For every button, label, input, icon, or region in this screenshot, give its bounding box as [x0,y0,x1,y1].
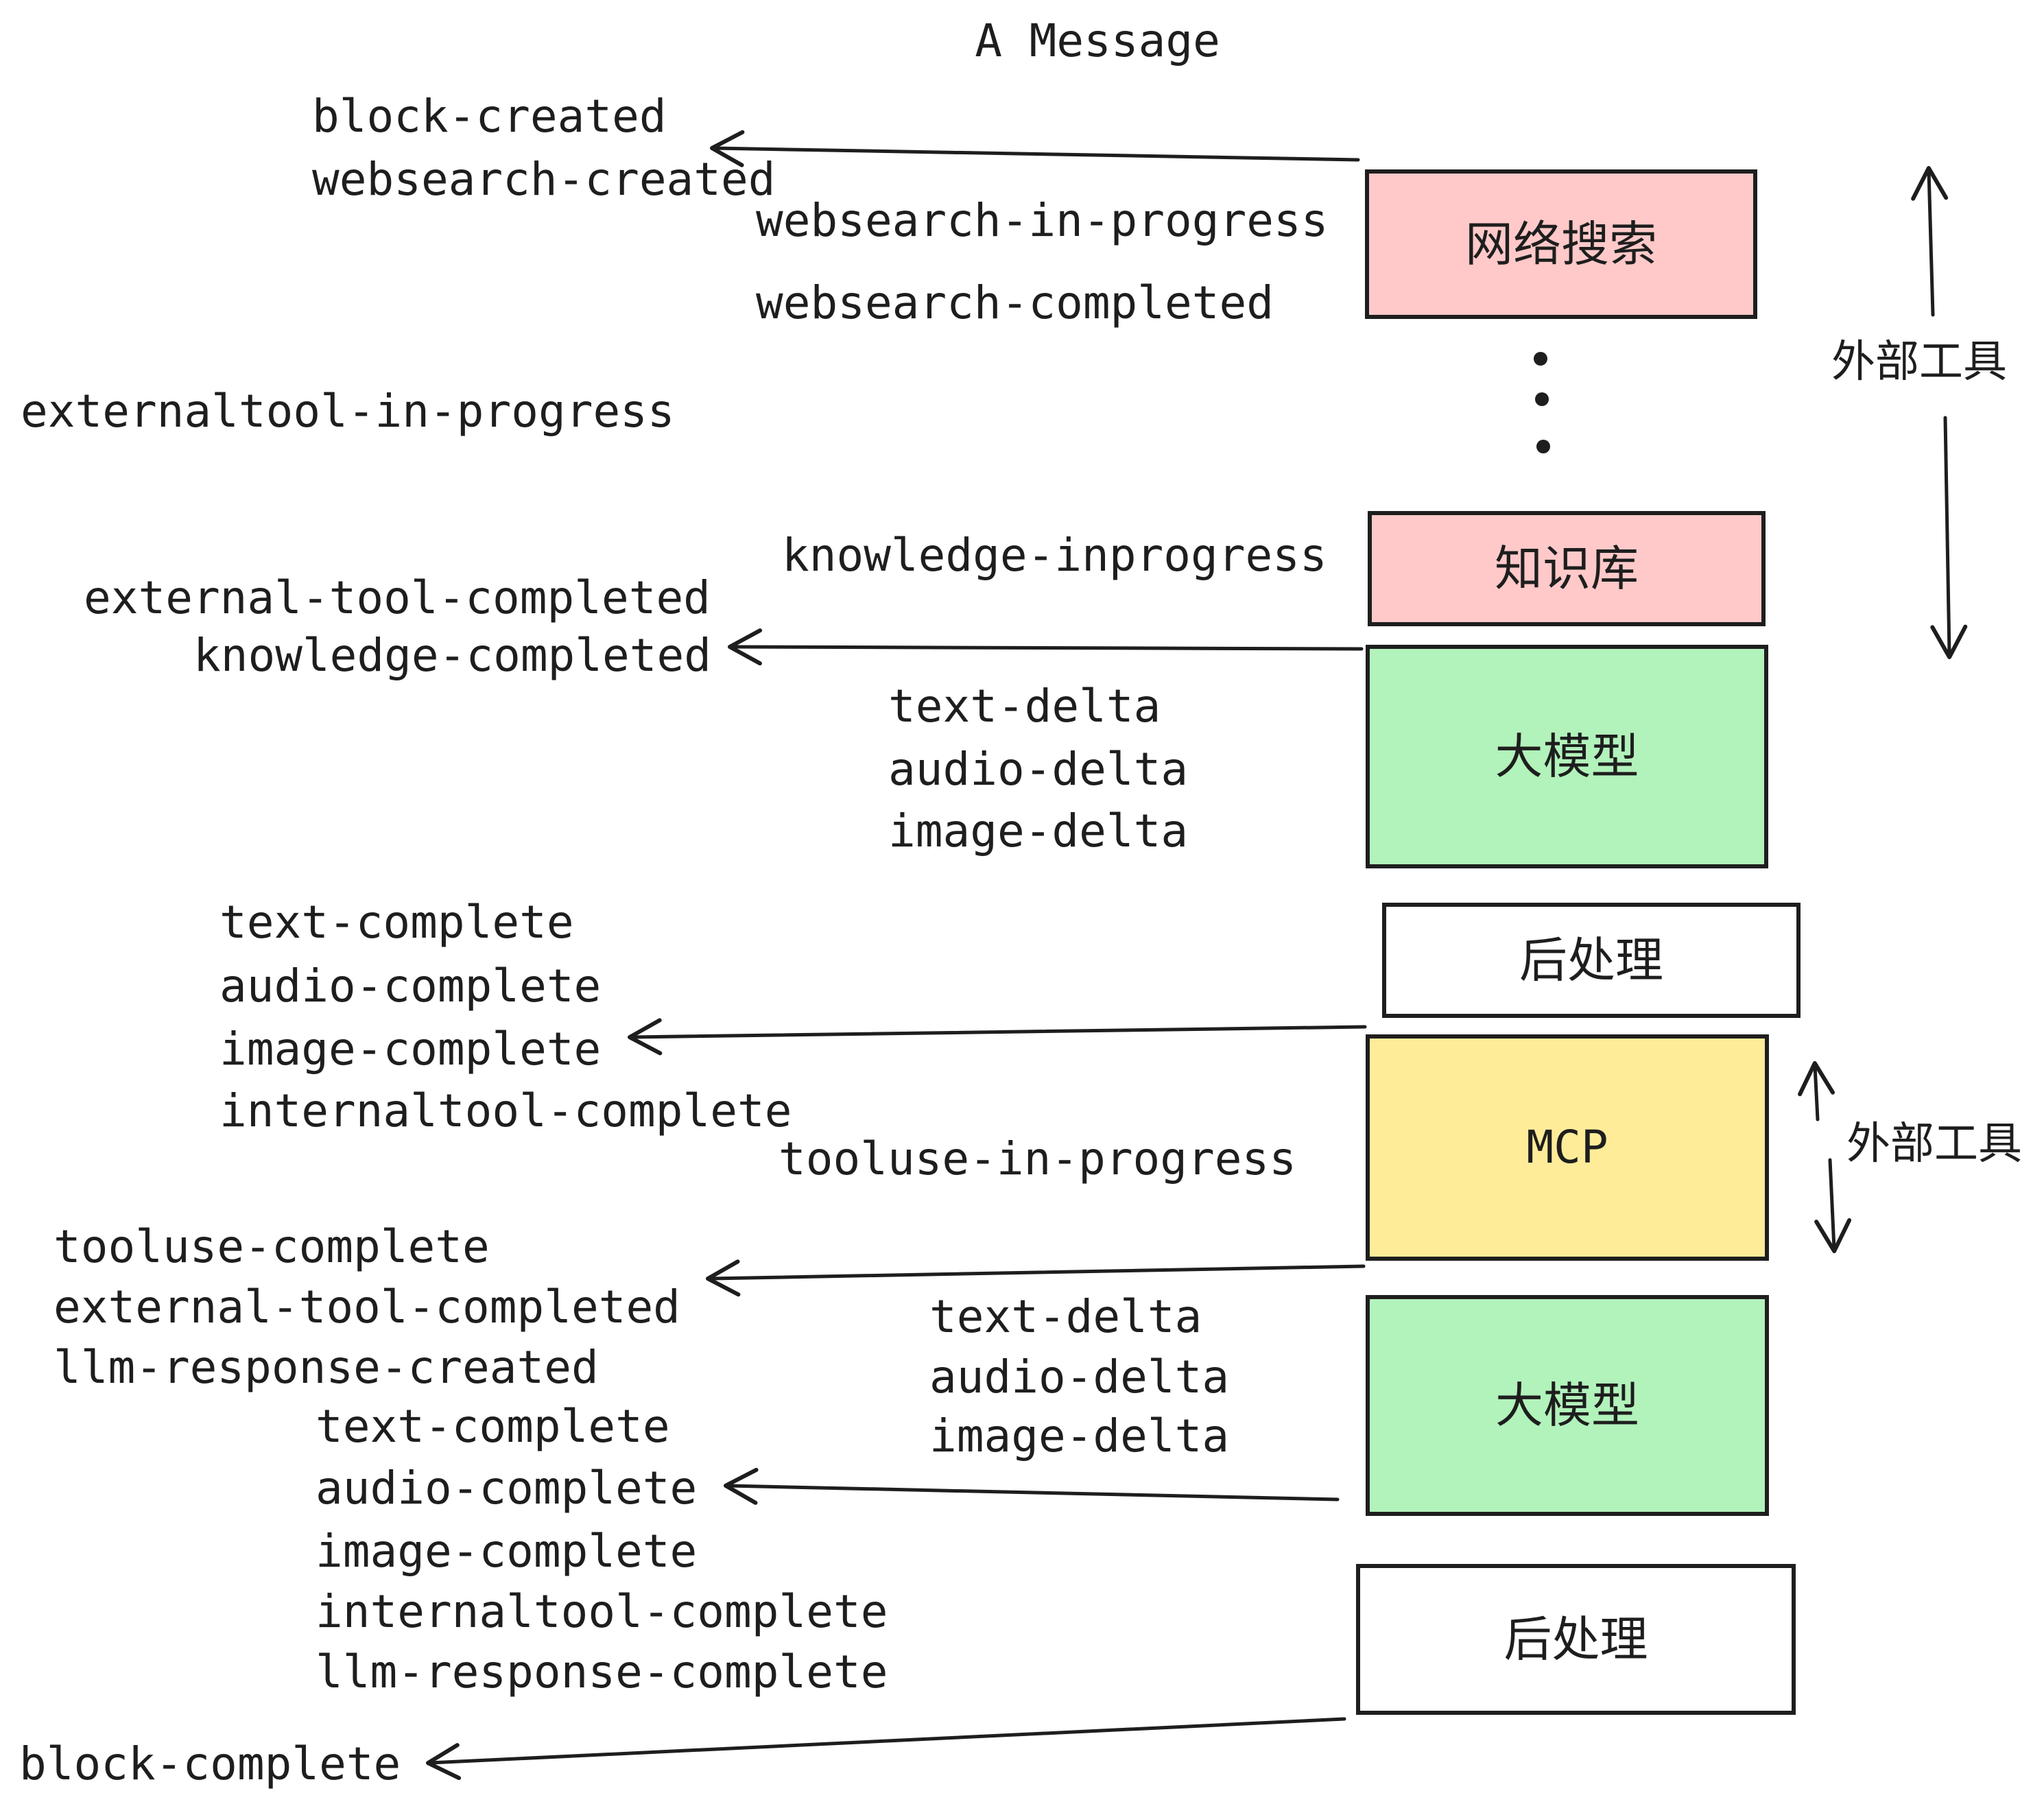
event-audio-complete-2: audio-complete [316,1462,698,1515]
event-llm-response-complete: llm-response-complete [316,1646,888,1698]
event-tooluse-complete: tooluse-complete [54,1220,490,1273]
box-postprocess-2-label: 后处理 [1504,1613,1648,1666]
box-mcp-label: MCP [1526,1121,1608,1174]
event-knowledge-completed: knowledge-completed [193,629,711,682]
box-mcp: MCP [1366,1034,1769,1261]
diagram-title: A Message [975,14,1220,67]
vertical-ellipsis-icon [1534,352,1550,453]
box-llm-1: 大模型 [1366,645,1768,868]
up-arrow-external-tools-1 [1911,166,1949,317]
down-arrow-external-tools-2 [1814,1158,1852,1253]
side-label-external-tools-1: 外部工具 [1831,337,2007,386]
event-internaltool-complete: internaltool-complete [219,1084,792,1137]
event-text-complete-2: text-complete [316,1400,670,1453]
arrow-image-complete-left [628,1018,1367,1056]
event-external-tool-completed: external-tool-completed [84,571,711,624]
box-llm-2: 大模型 [1366,1295,1769,1516]
event-websearch-in-progress: websearch-in-progress [756,194,1329,247]
event-image-delta-2: image-delta [929,1410,1230,1462]
event-image-delta: image-delta [888,805,1189,857]
event-llm-response-created: llm-response-created [54,1341,599,1394]
event-knowledge-inprogress: knowledge-inprogress [782,529,1327,582]
box-knowledge: 知识库 [1368,511,1766,626]
box-knowledge-label: 知识库 [1495,542,1639,595]
event-text-delta-2: text-delta [929,1290,1202,1343]
down-arrow-external-tools-1 [1930,416,1968,659]
event-external-tool-completed-2: external-tool-completed [54,1281,680,1333]
event-image-complete-2: image-complete [316,1525,698,1578]
event-internaltool-complete-2: internaltool-complete [316,1585,888,1638]
up-arrow-external-tools-2 [1798,1061,1835,1121]
event-audio-delta: audio-delta [888,743,1189,796]
arrow-audio-complete-left [724,1467,1340,1505]
event-websearch-completed: websearch-completed [756,276,1274,329]
arrow-block-complete-left [426,1717,1346,1781]
event-websearch-created: websearch-created [312,153,776,206]
box-llm-2-label: 大模型 [1495,1379,1639,1432]
box-websearch: 网络搜索 [1365,169,1757,319]
box-llm-1-label: 大模型 [1495,730,1639,783]
arrow-websearch-created-left [710,130,1360,167]
box-postprocess-1-label: 后处理 [1519,934,1663,987]
event-tooluse-in-progress: tooluse-in-progress [779,1132,1296,1185]
event-externaltool-in-progress: externaltool-in-progress [21,385,675,438]
box-postprocess-1: 后处理 [1382,903,1801,1018]
event-block-complete: block-complete [19,1737,401,1790]
event-audio-complete: audio-complete [219,960,602,1012]
event-audio-delta-2: audio-delta [929,1351,1230,1403]
event-image-complete: image-complete [219,1023,602,1076]
event-text-delta: text-delta [888,680,1161,733]
arrow-knowledge-completed-left [728,628,1364,666]
side-label-external-tools-2: 外部工具 [1846,1119,2022,1168]
event-text-complete: text-complete [219,896,574,949]
box-postprocess-2: 后处理 [1356,1564,1796,1715]
event-block-created: block-created [312,90,667,143]
box-websearch-label: 网络搜索 [1465,217,1657,271]
arrow-tooluse-complete-left [706,1259,1366,1297]
